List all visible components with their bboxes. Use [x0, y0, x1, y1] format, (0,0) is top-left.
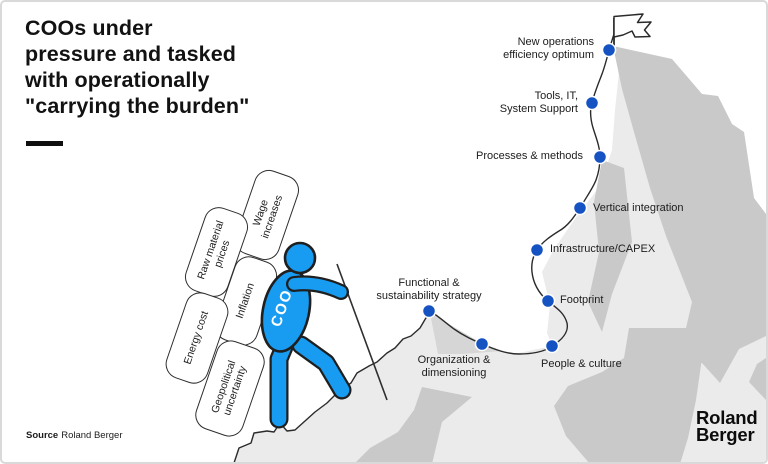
- milestone-dot-organization: [474, 336, 490, 352]
- milestone-dot-infrastructure: [529, 242, 545, 258]
- mountain-facet-left-bottom: [356, 387, 472, 462]
- milestone-label-organization-dimensioning: Organization & dimensioning: [417, 354, 491, 379]
- milestone-label-footprint: Footprint: [560, 294, 604, 306]
- milestone-dot-people: [544, 338, 560, 354]
- milestone-label-infrastructure-capex: Infrastructure/CAPEX: [550, 243, 656, 255]
- milestone-label-new-operations-efficiency-optimum: New operations efficiency optimum: [503, 36, 594, 61]
- milestone-label-vertical-integration: Vertical integration: [593, 202, 684, 214]
- milestone-dot-newops: [601, 42, 617, 58]
- source-label: Source: [26, 430, 59, 441]
- source-value: Roland Berger: [61, 430, 123, 441]
- page-title: COOs under pressure and tasked with oper…: [25, 16, 250, 118]
- title-dash: [26, 141, 63, 146]
- milestone-dot-vertical: [572, 200, 588, 216]
- milestone-dot-tools: [584, 95, 600, 111]
- roland-berger-logo: Roland Berger: [696, 407, 758, 445]
- milestone-dot-footprint: [540, 293, 556, 309]
- summit-trail-path: [233, 33, 615, 462]
- milestone-dot-processes: [592, 149, 608, 165]
- milestone-label-processes-methods: Processes & methods: [476, 150, 583, 162]
- mountain-facet-right-edge: [749, 358, 766, 400]
- milestone-label-functional-sustainability-strategy: Functional & sustainability strategy: [376, 277, 482, 302]
- mountain-facet-right: [613, 46, 766, 383]
- milestone-dot-functional: [421, 303, 437, 319]
- mountain-facet-upper-middle: [588, 160, 632, 332]
- milestone-label-people-culture: People & culture: [541, 358, 622, 370]
- milestone-label-tools-it-system-support: Tools, IT, System Support: [499, 90, 578, 115]
- mountain-facet-shade: [430, 313, 502, 354]
- mountain-facet-center-bottom: [554, 328, 702, 462]
- summit-flag-icon: [613, 13, 652, 38]
